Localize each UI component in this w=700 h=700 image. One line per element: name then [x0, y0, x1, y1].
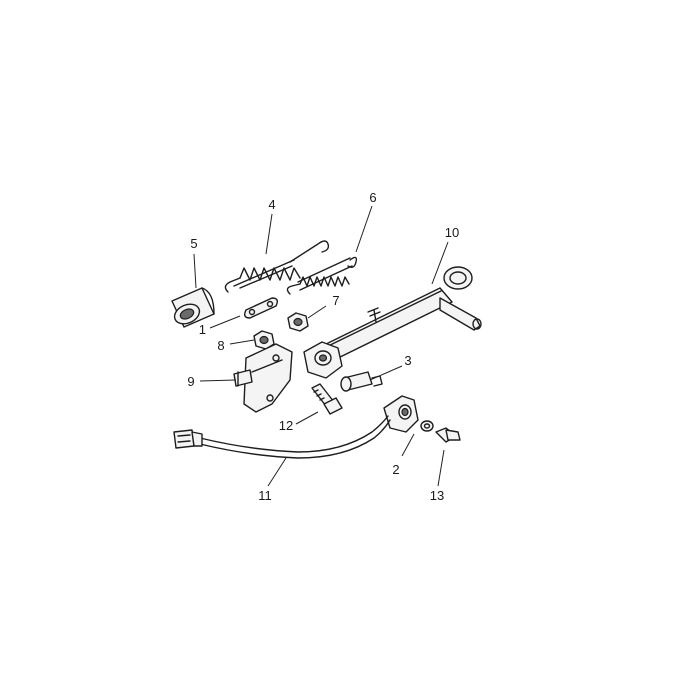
- bolt-12: [311, 383, 343, 415]
- callout-7: 7: [332, 293, 339, 308]
- callout-12: 12: [279, 418, 293, 433]
- nut-upper: [287, 312, 309, 332]
- callout-6: 6: [369, 190, 376, 205]
- callout-2: 2: [392, 462, 399, 477]
- nut-lower: [253, 330, 275, 350]
- callout-11: 11: [258, 488, 272, 503]
- shoulder-bolt: [340, 371, 383, 392]
- callout-9: 9: [187, 374, 194, 389]
- callout-8: 8: [217, 338, 224, 353]
- side-stand-switch: [383, 395, 419, 433]
- bushing-sleeve: [171, 287, 215, 328]
- wire-harness: [173, 415, 391, 459]
- spring-large: [224, 240, 330, 293]
- callout-10: 10: [445, 225, 459, 240]
- callout-1: 1: [199, 322, 206, 337]
- leader-lines: [193, 205, 449, 487]
- callout-13: 13: [430, 488, 444, 503]
- washer: [420, 420, 434, 432]
- callout-4: 4: [268, 197, 275, 212]
- spring-small: [286, 256, 358, 295]
- mounting-bracket: [233, 343, 293, 413]
- callout-labels: 1 2 3 4 5 6 7 8 9 10 11 12 13: [187, 190, 459, 503]
- bolt-13: [435, 427, 461, 443]
- link-plate: [243, 297, 279, 319]
- callout-3: 3: [404, 353, 411, 368]
- side-stand-bar: [303, 266, 482, 379]
- callout-5: 5: [190, 236, 197, 251]
